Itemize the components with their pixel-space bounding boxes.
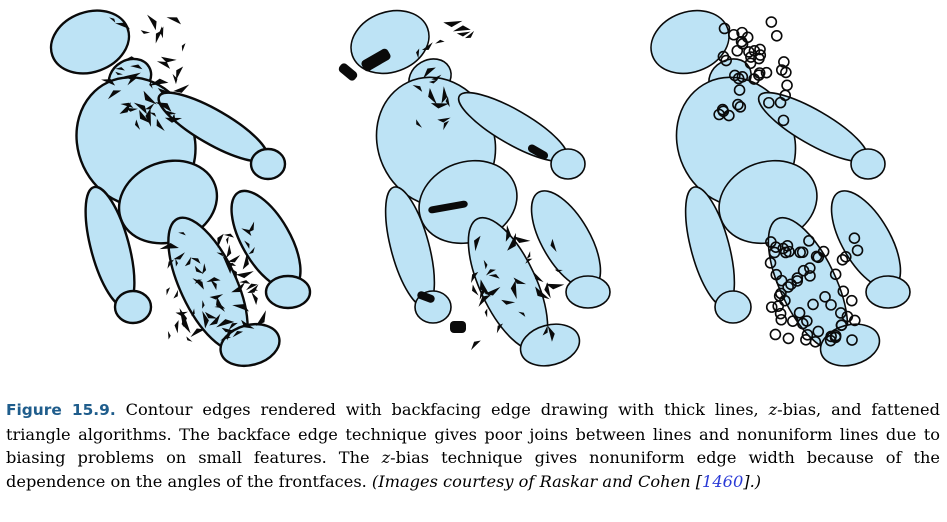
figure-panel-backface bbox=[18, 2, 318, 380]
bias-patch bbox=[450, 321, 466, 333]
body-part-hand-right bbox=[850, 148, 886, 180]
caption-z-1: z bbox=[768, 400, 778, 419]
figure-image-backface bbox=[49, 9, 312, 368]
figure-caption: Figure 15.9. Contour edges rendered with… bbox=[6, 398, 940, 493]
figure-images bbox=[18, 2, 918, 380]
citation-link[interactable]: 1460 bbox=[702, 471, 744, 491]
image-credit: (Images courtesy of Raskar and Cohen [14… bbox=[372, 472, 761, 491]
body-part-hand-left bbox=[714, 290, 752, 324]
caption-z-2: z bbox=[381, 448, 391, 468]
credit-text-1: (Images courtesy of Raskar and Cohen [ bbox=[371, 471, 703, 491]
caption-text-3: -bias technique gives nonuniform edge wi… bbox=[6, 448, 940, 491]
figure-panel-fattened bbox=[618, 2, 918, 380]
body-part-foot-right bbox=[264, 274, 312, 310]
body-part-foot-left bbox=[519, 323, 581, 367]
figure-label: Figure 15.9. bbox=[6, 401, 116, 419]
figure-image-zbias bbox=[338, 9, 611, 367]
caption-text-1: Contour edges rendered with backfacing e… bbox=[115, 400, 769, 419]
body-part-head bbox=[650, 9, 730, 75]
bias-patch bbox=[428, 200, 468, 214]
bias-patch bbox=[527, 144, 549, 160]
bias-patch bbox=[338, 63, 358, 81]
figure-panel-zbias bbox=[318, 2, 618, 380]
body-part-hand-left bbox=[113, 289, 153, 325]
credit-text-2: ].) bbox=[743, 471, 762, 491]
caption-text-2: -bias, and fattened triangle algorithms.… bbox=[6, 400, 940, 468]
figure-image-fattened bbox=[650, 9, 911, 367]
bias-patch bbox=[417, 291, 435, 303]
body-part-foot-right bbox=[865, 275, 911, 309]
body-part-foot-right bbox=[565, 275, 611, 309]
bias-patch bbox=[361, 48, 391, 72]
edge-artifacts bbox=[101, 14, 266, 342]
body-part-hand-right bbox=[550, 148, 586, 180]
edge-artifacts bbox=[713, 16, 864, 348]
body-part-hand-right bbox=[249, 147, 287, 181]
